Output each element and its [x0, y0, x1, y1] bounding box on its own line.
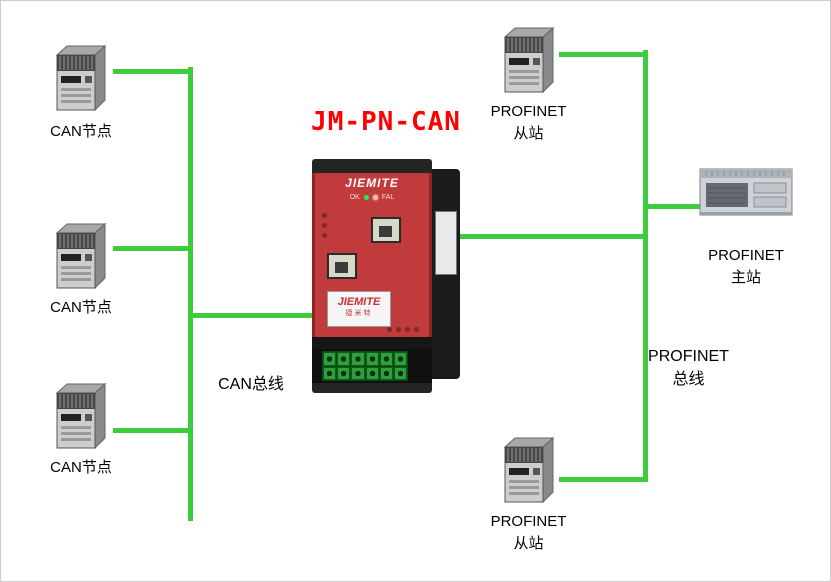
profinet-slave-bottom-device — [497, 435, 559, 509]
can-bus-label: CAN总线 — [218, 376, 284, 393]
can-bus-vertical-line — [188, 67, 193, 521]
gateway-side-panel — [430, 169, 460, 379]
terminal-pin — [337, 352, 351, 366]
terminal-pin — [379, 352, 393, 366]
can-bus-to-gateway-line — [190, 313, 312, 318]
servo-drive-icon — [49, 381, 111, 455]
can-node-device-1 — [49, 43, 111, 117]
can-node-device-3 — [49, 381, 111, 455]
gateway-front-panel: JIEMITE OK FAL JIEMITE 捷米特 — [312, 159, 432, 393]
ok-led-icon — [363, 195, 369, 200]
status-led-icon — [322, 223, 327, 228]
gateway-body: JIEMITE OK FAL JIEMITE 捷米特 — [312, 173, 432, 337]
io-led-icon — [396, 327, 401, 332]
terminal-pin — [351, 352, 365, 366]
gateway-sticker-brand: JIEMITE — [337, 296, 381, 308]
gateway-to-profinet-bus-line — [458, 234, 646, 239]
diagram-title: JM-PN-CAN — [311, 107, 461, 137]
gateway-name-sticker: JIEMITE 捷米特 — [327, 291, 391, 327]
gateway-side-sticker — [435, 211, 457, 275]
terminal-pin — [351, 366, 365, 380]
gateway-terminal-area — [312, 349, 432, 383]
gateway-device: JIEMITE OK FAL JIEMITE 捷米特 — [312, 159, 460, 393]
io-led-icon — [414, 327, 419, 332]
profinet-slave-top-label: PROFINET 从站 — [490, 103, 567, 142]
terminal-pin — [379, 366, 393, 380]
gateway-io-led-row — [387, 327, 419, 332]
gateway-bottom-cap — [312, 383, 432, 393]
terminal-pin — [323, 352, 337, 366]
servo-drive-icon — [49, 43, 111, 117]
can-node-device-2 — [49, 221, 111, 295]
gateway-lower-trim — [312, 337, 432, 349]
profinet-master-label: PROFINET 主站 — [708, 247, 784, 286]
led-label-ok: OK — [349, 194, 360, 201]
terminal-pin — [323, 366, 337, 380]
can-node-1-branch-line — [113, 69, 191, 74]
can-node-3-branch-line — [113, 428, 191, 433]
status-led-icon — [322, 233, 327, 238]
ethernet-port-2-icon — [327, 253, 357, 279]
profinet-master-device — [698, 163, 794, 221]
gateway-led-column — [322, 213, 327, 238]
gateway-status-led-row: OK FAL — [315, 194, 429, 201]
profinet-slave-top-branch-line — [559, 52, 647, 57]
profinet-master-branch-line — [646, 204, 701, 209]
terminal-pin — [365, 352, 379, 366]
gateway-sticker-subtext: 捷米特 — [345, 310, 373, 317]
ethernet-port-1-icon — [371, 217, 401, 243]
gateway-top-cap — [312, 159, 432, 173]
servo-drive-icon — [497, 25, 559, 99]
can-node-3-label: CAN节点 — [50, 459, 112, 476]
io-led-icon — [387, 327, 392, 332]
profinet-slave-bottom-label: PROFINET 从站 — [490, 513, 567, 552]
status-led-icon — [322, 213, 327, 218]
can-node-1-label: CAN节点 — [50, 123, 112, 140]
terminal-pin — [365, 366, 379, 380]
terminal-pin — [393, 352, 407, 366]
io-led-icon — [405, 327, 410, 332]
led-label-fal: FAL — [381, 194, 395, 201]
can-node-2-branch-line — [113, 246, 191, 251]
profinet-bus-vertical-line — [643, 50, 648, 482]
plc-icon — [698, 163, 794, 221]
gateway-brand-text: JIEMITE — [345, 176, 399, 190]
profinet-slave-bottom-branch-line — [559, 477, 647, 482]
can-node-2-label: CAN节点 — [50, 299, 112, 316]
profinet-slave-top-device — [497, 25, 559, 99]
green-terminal-block-icon — [322, 351, 408, 381]
servo-drive-icon — [49, 221, 111, 295]
fal-led-icon — [372, 195, 378, 200]
terminal-pin — [337, 366, 351, 380]
terminal-pin — [393, 366, 407, 380]
servo-drive-icon — [497, 435, 559, 509]
profinet-bus-label: PROFINET 总线 — [648, 348, 729, 389]
